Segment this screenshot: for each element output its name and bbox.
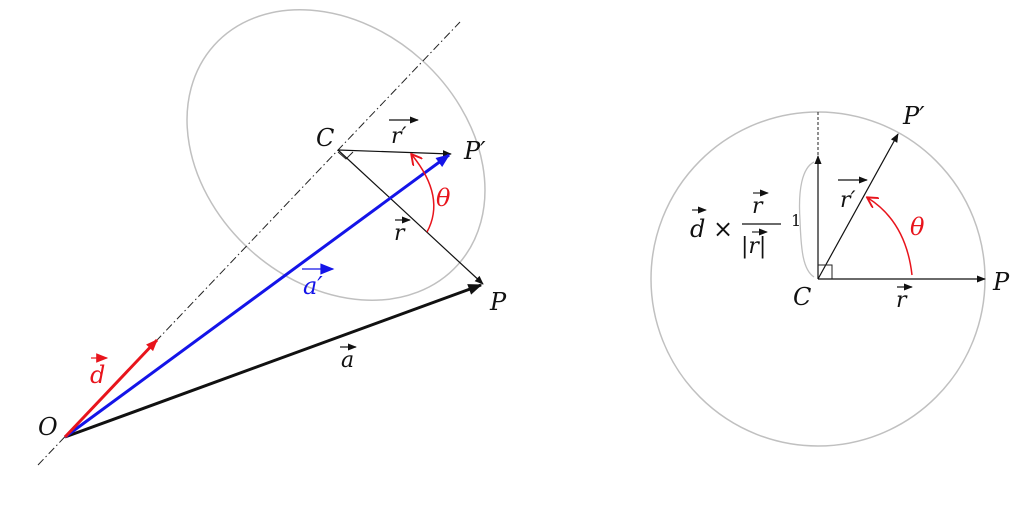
- rotation-ellipse: [186, 9, 486, 301]
- unit-length-brace: [798, 161, 815, 278]
- vector-r-prime-right: [817, 133, 899, 280]
- formula-d: d: [690, 215, 705, 243]
- label-C: C: [316, 124, 334, 152]
- label-P-prime: P′: [463, 137, 486, 165]
- label-vec-r-prime-right: r′: [840, 188, 856, 213]
- label-vec-d: d: [90, 361, 105, 389]
- label-C-right: C: [793, 283, 811, 311]
- theta-arc-right: [868, 198, 913, 276]
- label-O: O: [38, 413, 58, 441]
- vector-d: [63, 338, 159, 439]
- right-angle-mark: [337, 151, 354, 160]
- label-theta: θ: [436, 184, 451, 212]
- vector-r-prime: [337, 149, 452, 158]
- vector-a: [64, 283, 483, 439]
- label-P: P: [489, 288, 507, 316]
- label-vec-a-prime: a′: [303, 272, 323, 300]
- label-P-prime-right: P′: [902, 102, 925, 130]
- formula-denominator: |r|: [741, 234, 766, 259]
- formula-numerator: r: [752, 194, 764, 219]
- label-vec-r-prime: r′: [391, 124, 407, 149]
- formula-d-cross-r-over-norm: d × r |r|: [690, 189, 781, 259]
- left-figure: O C P P′ r′ r θ a′ a d: [37, 9, 507, 466]
- label-unit-one: 1: [791, 211, 801, 230]
- label-vec-r: r: [394, 221, 406, 246]
- label-P-right: P: [992, 268, 1010, 296]
- vector-a-prime: [64, 153, 451, 439]
- label-theta-right: θ: [910, 213, 925, 241]
- rotation-axis: [37, 21, 461, 466]
- right-angle-mark-right: [818, 264, 833, 279]
- label-vec-a: a: [341, 348, 354, 373]
- label-vec-r-right: r: [896, 288, 908, 313]
- vector-r: [337, 149, 484, 285]
- formula-times: ×: [713, 215, 733, 243]
- right-figure: C P P′ r r′ θ 1 d × r |r|: [650, 102, 1010, 447]
- theta-arc: [412, 155, 435, 233]
